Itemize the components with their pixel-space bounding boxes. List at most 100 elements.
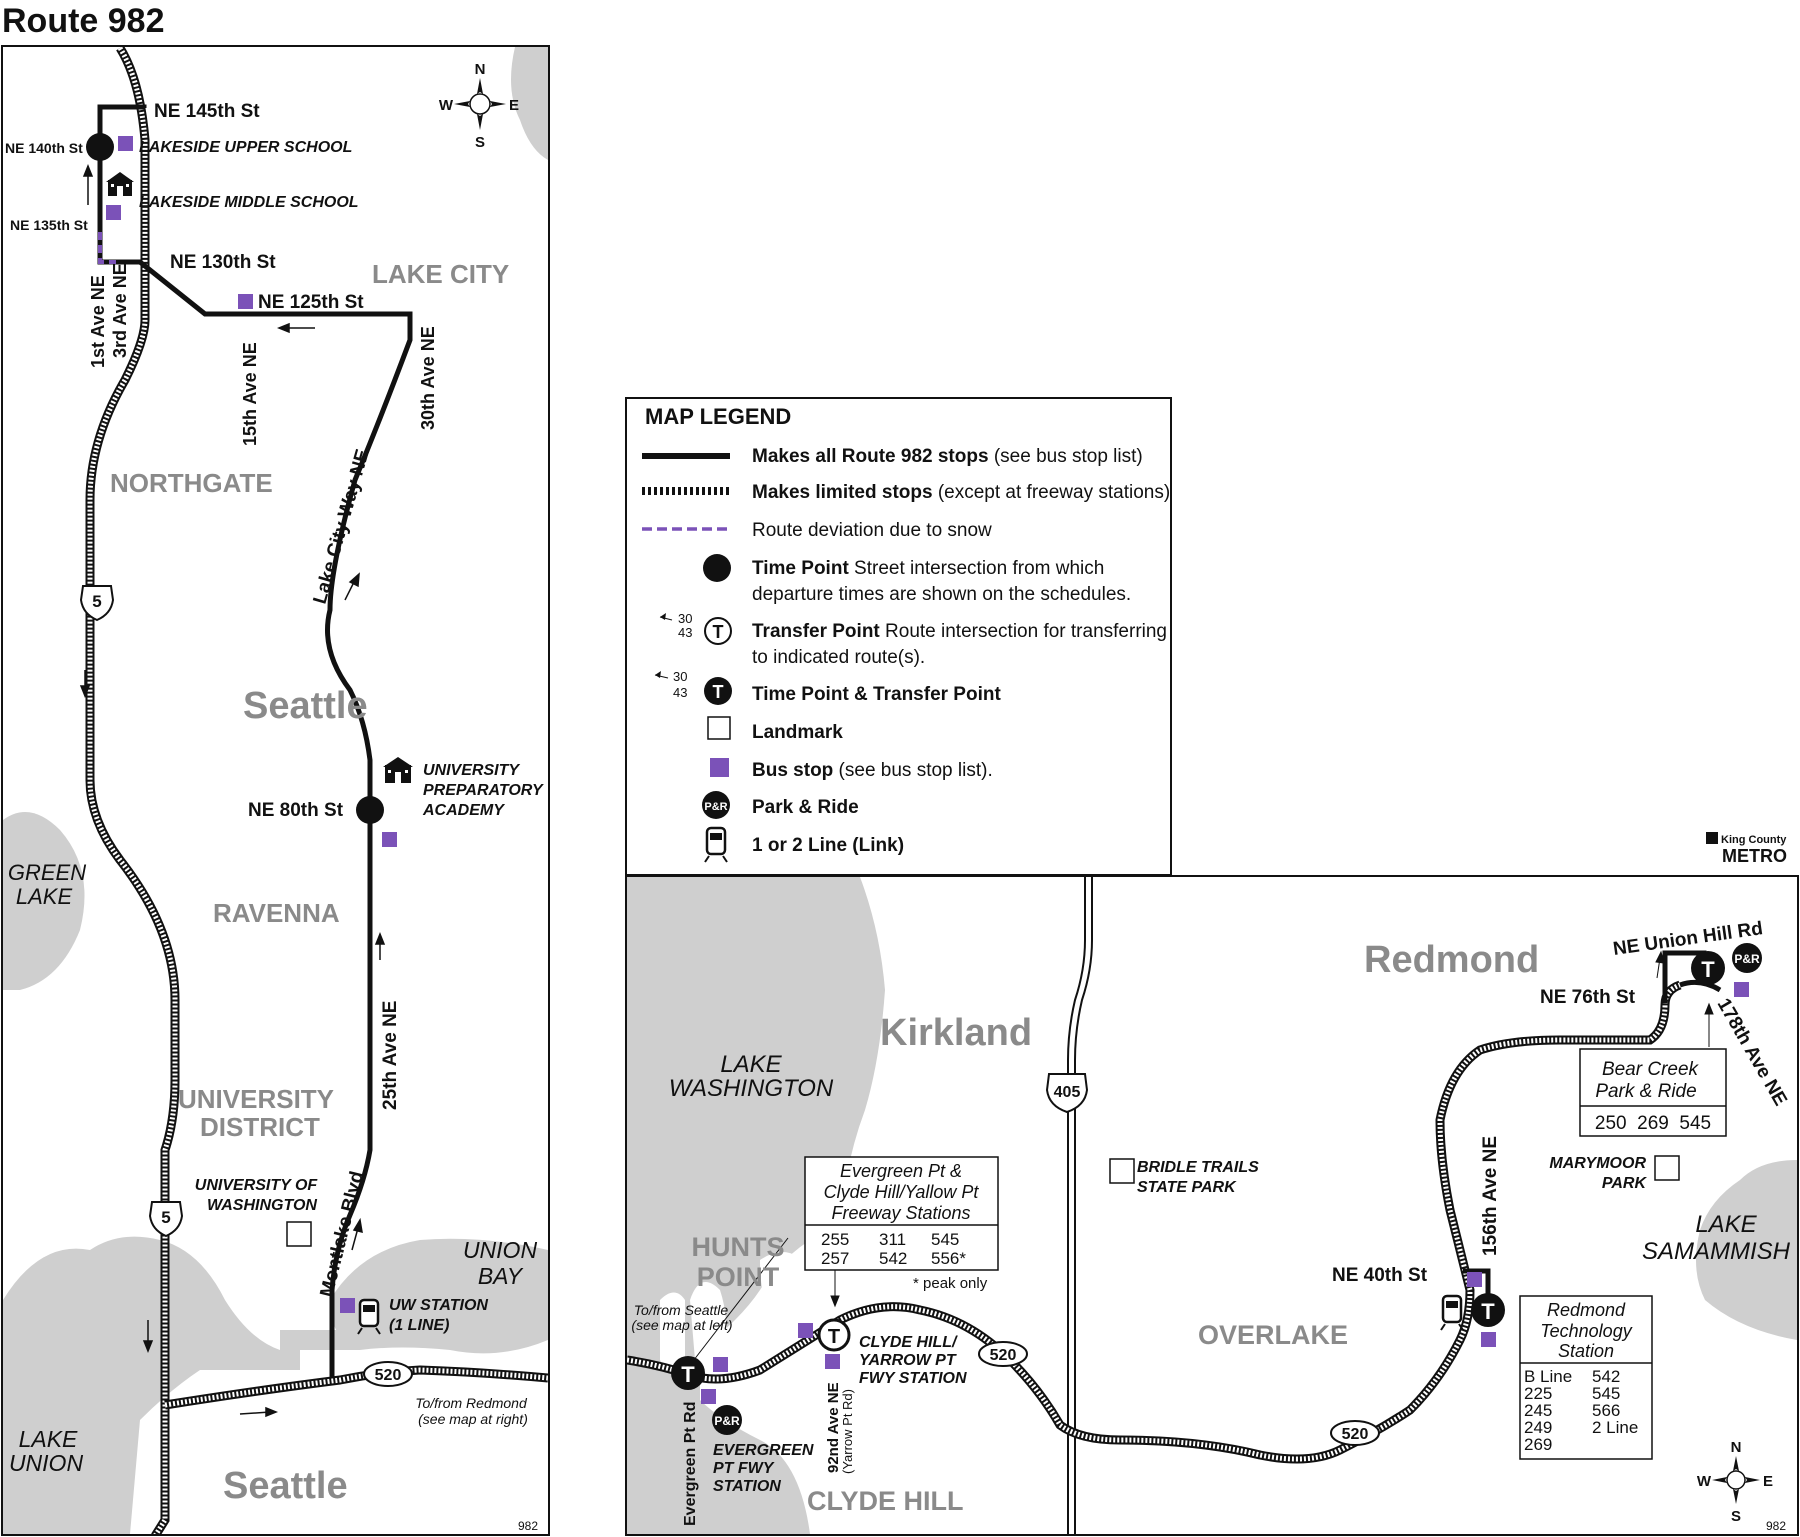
uw-label: UNIVERSITY OF	[195, 1177, 319, 1194]
svg-text:545: 545	[931, 1230, 959, 1249]
legend-train-icon	[704, 826, 728, 863]
i405-freeway	[1067, 877, 1086, 1534]
pointer-lines	[689, 950, 1714, 1366]
street-25th-ave: 25th Ave NE	[380, 1001, 401, 1110]
snow-deviation-route	[98, 232, 116, 264]
redmond-technology-station-box: Redmond Technology Station B Line 225 24…	[1519, 1295, 1653, 1460]
svg-text:Redmond: Redmond	[1547, 1300, 1626, 1320]
svg-text:S: S	[475, 134, 485, 151]
time-point-ne-80th	[356, 796, 384, 824]
svg-text:(Yarrow Pt Rd): (Yarrow Pt Rd)	[840, 1389, 855, 1474]
svg-text:43: 43	[673, 685, 687, 700]
lakeside-middle-school-label: LAKESIDE MIDDLE SCHOOL	[139, 194, 359, 211]
lake-washington-label: LAKE	[720, 1051, 782, 1078]
time-point-ne-140th	[86, 133, 114, 161]
svg-text:T: T	[681, 1362, 695, 1387]
svg-text:5: 5	[92, 592, 101, 611]
school-icon	[383, 757, 413, 783]
svg-text:2 Line: 2 Line	[1592, 1418, 1638, 1437]
legend-item-6: Landmark	[752, 722, 843, 743]
svg-text:257: 257	[821, 1249, 849, 1268]
svg-text:(1 LINE): (1 LINE)	[389, 1317, 449, 1334]
svg-text:* peak only: * peak only	[913, 1275, 988, 1292]
svg-text:W: W	[1697, 1473, 1712, 1490]
svg-text:566: 566	[1592, 1401, 1620, 1420]
svg-text:556*: 556*	[931, 1249, 966, 1268]
i5-shield: 5	[148, 1201, 184, 1238]
svg-text:30: 30	[678, 611, 692, 626]
svg-text:STATE PARK: STATE PARK	[1137, 1179, 1237, 1196]
svg-text:249: 249	[1524, 1418, 1552, 1437]
svg-text:W: W	[439, 97, 454, 114]
svg-text:PREPARATORY: PREPARATORY	[423, 782, 544, 799]
uw-station-label: UW STATION	[389, 1297, 488, 1314]
svg-text:UNIVERSITY: UNIVERSITY	[423, 762, 520, 779]
legend-item-0: Makes all Route 982 stops (see bus stop …	[752, 446, 1143, 467]
svg-text:E: E	[1763, 1473, 1773, 1490]
svg-text:to indicated route(s).: to indicated route(s).	[752, 647, 925, 668]
street-ne-80th: NE 80th St	[248, 800, 344, 821]
street-1st-ave: 1st Ave NE	[88, 275, 108, 368]
legend-item-2: Route deviation due to snow	[752, 520, 992, 541]
sr520-shield: 520	[978, 1341, 1028, 1367]
all-stops-route-left	[97, 104, 413, 1378]
overlake-label: OVERLAKE	[1198, 1320, 1348, 1350]
svg-text:S: S	[1731, 1508, 1741, 1525]
lake-city-label: LAKE CITY	[372, 259, 509, 289]
union-bay-water	[330, 1238, 548, 1354]
svg-text:5: 5	[161, 1208, 170, 1227]
street-15th-ave: 15th Ave NE	[240, 342, 260, 446]
water-top-right	[511, 47, 548, 160]
legend-transfer-point: T 30 43	[659, 611, 732, 645]
svg-text:P&R: P&R	[1734, 952, 1760, 966]
green-lake-water	[3, 812, 85, 990]
evergreen-fwy-station-label: EVERGREEN	[713, 1442, 814, 1459]
right-map-panel: T T T T P&R P&R	[625, 875, 1799, 1536]
union-bay-label: UNION	[463, 1237, 538, 1263]
evergreen-clyde-hill-routes-box: Evergreen Pt & Clyde Hill/Yallow Pt Free…	[804, 1156, 999, 1292]
sr520-shield: 520	[363, 1361, 413, 1387]
svg-text:542: 542	[879, 1249, 907, 1268]
legend-title: MAP LEGEND	[645, 404, 791, 429]
svg-text:B Line: B Line	[1524, 1367, 1572, 1386]
svg-text:(see map at right): (see map at right)	[418, 1411, 528, 1427]
bus-stops-right	[701, 982, 1749, 1404]
street-3rd-ave: 3rd Ave NE	[110, 263, 130, 358]
legend-item-7: Bus stop (see bus stop list).	[752, 760, 993, 781]
svg-text:SAMAMMISH: SAMAMMISH	[1642, 1238, 1791, 1265]
to-from-redmond-note: To/from Redmond	[415, 1395, 528, 1411]
university-district-label: UNIVERSITY	[178, 1084, 334, 1114]
transfer-point-clyde-hill: T	[817, 1318, 851, 1352]
school-icon	[106, 172, 134, 196]
svg-text:T: T	[1701, 957, 1715, 982]
legend-time-point	[703, 554, 731, 582]
svg-text:311: 311	[879, 1230, 906, 1249]
lake-union-water	[3, 1236, 300, 1534]
time-transfer-point-bear-creek: T	[1691, 951, 1725, 985]
svg-text:Station: Station	[1558, 1341, 1614, 1361]
bridle-trails-label: BRIDLE TRAILS	[1137, 1159, 1259, 1176]
svg-text:Park & Ride: Park & Ride	[1595, 1081, 1696, 1102]
light-rail-train-icon	[1440, 1294, 1464, 1331]
direction-arrows	[79, 163, 386, 1418]
landmark-icon	[286, 1221, 312, 1247]
svg-text:520: 520	[1342, 1426, 1369, 1443]
svg-text:250 269 545: 250 269 545	[1595, 1113, 1711, 1134]
street-evergreen-pt-rd: Evergreen Pt Rd	[682, 1402, 699, 1526]
svg-text:WASHINGTON: WASHINGTON	[207, 1197, 317, 1214]
right-map-code: 982	[1766, 1519, 1786, 1533]
svg-text:255: 255	[821, 1230, 849, 1249]
street-ne-125th: NE 125th St	[258, 292, 364, 313]
clyde-hill-label: CLYDE HILL	[807, 1486, 964, 1516]
page-title: Route 982	[2, 2, 165, 40]
svg-text:245: 245	[1524, 1401, 1552, 1420]
svg-text:STATION: STATION	[713, 1478, 781, 1495]
svg-text:520: 520	[990, 1347, 1017, 1364]
compass-rose-icon: N S E W	[439, 61, 519, 151]
ravenna-label: RAVENNA	[213, 898, 340, 928]
lake-union-label: LAKE	[19, 1426, 78, 1452]
svg-text:Freeway Stations: Freeway Stations	[831, 1203, 970, 1223]
left-map-panel: 5 5 520 N S E W NE 145th St	[1, 45, 550, 1536]
street-ne-135th: NE 135th St	[10, 217, 88, 233]
